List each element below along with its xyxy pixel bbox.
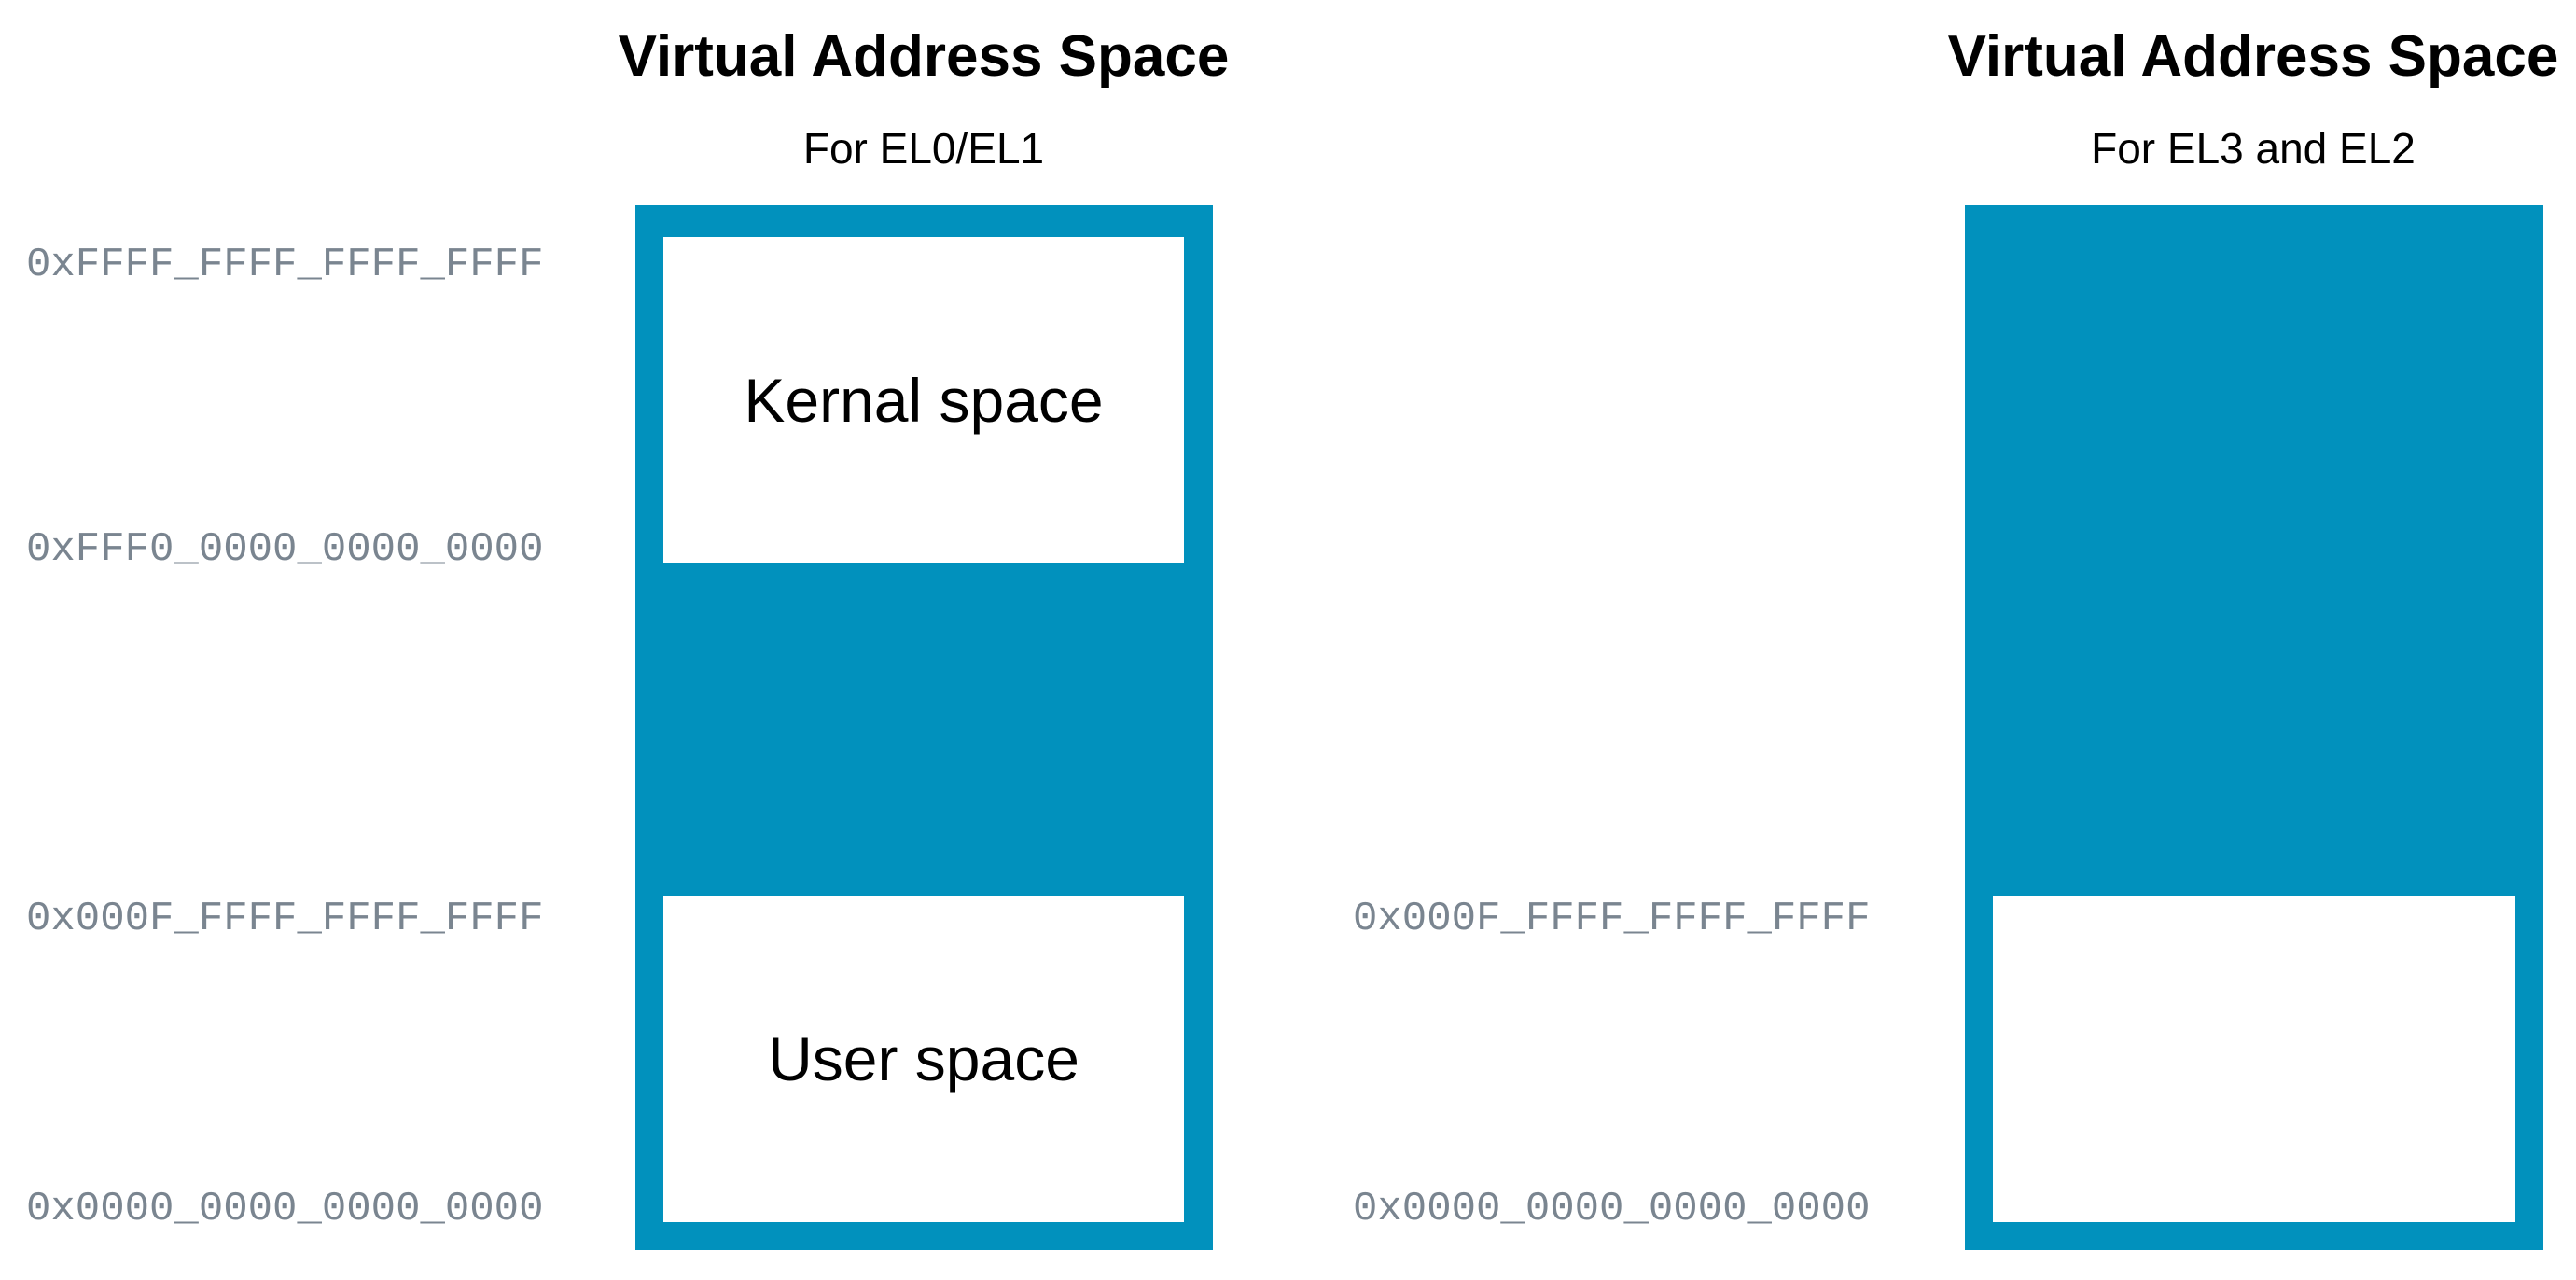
left-address-bottom: 0x0000_0000_0000_0000: [26, 1186, 544, 1232]
kernel-space-region: Kernal space: [663, 237, 1184, 563]
left-address-kernel-base: 0xFFF0_0000_0000_0000: [26, 526, 544, 573]
left-panel-subtitle: For EL0/EL1: [802, 124, 1045, 173]
left-panel-title: Virtual Address Space: [618, 24, 1230, 89]
right-panel-subtitle: For EL3 and EL2: [2091, 124, 2416, 173]
left-address-column: Kernal space User space: [635, 205, 1213, 1250]
lower-space-region: [1993, 896, 2515, 1222]
right-address-user-top: 0x000F_FFFF_FFFF_FFFF: [1353, 896, 1871, 942]
user-space-region: User space: [663, 896, 1184, 1222]
user-space-label: User space: [768, 1024, 1079, 1093]
right-address-column: [1965, 205, 2543, 1250]
right-panel-title: Virtual Address Space: [1947, 24, 2559, 89]
kernel-space-label: Kernal space: [744, 366, 1104, 435]
left-address-top: 0xFFFF_FFFF_FFFF_FFFF: [26, 242, 544, 288]
right-address-bottom: 0x0000_0000_0000_0000: [1353, 1186, 1871, 1232]
left-address-user-top: 0x000F_FFFF_FFFF_FFFF: [26, 896, 544, 942]
